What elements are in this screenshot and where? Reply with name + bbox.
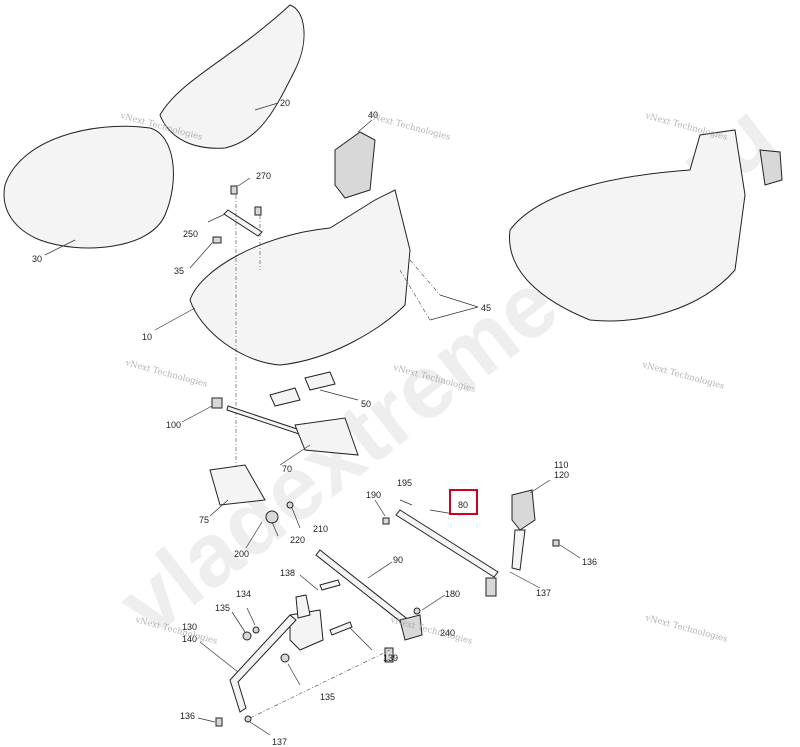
watermark-small: vNext Technologies	[640, 360, 725, 392]
label-220[interactable]: 220	[290, 535, 305, 545]
label-100[interactable]: 100	[166, 420, 181, 430]
handle-100-part[interactable]	[211, 397, 223, 409]
label-120[interactable]: 120	[554, 470, 569, 480]
label-35[interactable]: 35	[174, 266, 184, 276]
bolt-190-part[interactable]	[382, 517, 390, 525]
label-240[interactable]: 240	[440, 628, 455, 638]
label-40[interactable]: 40	[368, 110, 378, 120]
bolt-136-part[interactable]	[552, 539, 560, 547]
slide-rail-75-part[interactable]	[209, 464, 266, 506]
label-20[interactable]: 20	[280, 98, 290, 108]
label-45[interactable]: 45	[481, 303, 491, 313]
nut-180-part[interactable]	[413, 607, 421, 615]
rod-part[interactable]	[226, 405, 301, 435]
part-labels: 20 30 40 270 250 35 10 45 50 100 70 75 2…	[32, 98, 597, 747]
label-195[interactable]: 195	[397, 478, 412, 488]
label-270[interactable]: 270	[256, 171, 271, 181]
pad-50a-part[interactable]	[269, 387, 301, 407]
retractor-mount-part[interactable]	[295, 594, 311, 619]
crossbar-80-part[interactable]	[395, 509, 499, 578]
washer-220-part[interactable]	[265, 510, 279, 524]
label-140[interactable]: 140	[182, 634, 197, 644]
watermark-small: vNext Technologies	[388, 615, 473, 647]
backrest-cushion-part[interactable]	[159, 4, 305, 149]
label-180[interactable]: 180	[445, 589, 460, 599]
label-134[interactable]: 134	[236, 589, 251, 599]
label-137-bottom[interactable]: 137	[272, 737, 287, 747]
label-136-bottom[interactable]: 136	[180, 711, 195, 721]
label-137-right[interactable]: 137	[536, 588, 551, 598]
label-190[interactable]: 190	[366, 490, 381, 500]
slide-rail-70-part[interactable]	[294, 417, 359, 456]
label-250[interactable]: 250	[183, 229, 198, 239]
pad-50b-part[interactable]	[304, 371, 336, 391]
washer-134-part[interactable]	[252, 626, 260, 634]
clip-35-part[interactable]	[212, 236, 222, 244]
watermark-small: vNext Technologies	[366, 111, 451, 143]
bolt-136b-part[interactable]	[215, 717, 223, 727]
label-130[interactable]: 130	[182, 622, 197, 632]
label-138[interactable]: 138	[280, 568, 295, 578]
nut-210-part[interactable]	[286, 501, 294, 509]
seat-frame-part[interactable]	[189, 189, 411, 366]
buckle-stalk-part[interactable]	[511, 529, 526, 571]
watermark-small: vNext Technologies	[123, 358, 208, 390]
label-90[interactable]: 90	[393, 555, 403, 565]
sleeve-240-part[interactable]	[384, 647, 394, 663]
label-10[interactable]: 10	[142, 332, 152, 342]
highlight-box-80	[449, 489, 478, 515]
bolt-138-part[interactable]	[319, 579, 341, 591]
seat-latch-part[interactable]	[759, 149, 783, 186]
nut-135b-part[interactable]	[280, 653, 290, 663]
buckle-110-part[interactable]	[511, 489, 536, 531]
label-30[interactable]: 30	[32, 254, 42, 264]
retractor-part[interactable]	[289, 609, 324, 651]
strap-250-part[interactable]	[223, 209, 263, 237]
label-210[interactable]: 210	[313, 524, 328, 534]
bolt-139-part[interactable]	[329, 621, 353, 636]
label-135-top[interactable]: 135	[215, 603, 230, 613]
bushing-part[interactable]	[485, 577, 497, 597]
bracket-part[interactable]	[399, 614, 423, 641]
seat-cushion-part[interactable]	[3, 125, 174, 249]
label-110[interactable]: 110	[554, 460, 568, 470]
label-70[interactable]: 70	[282, 464, 292, 474]
assembled-seat-view	[509, 129, 746, 322]
label-50[interactable]: 50	[361, 399, 371, 409]
screw-270-part[interactable]	[230, 185, 238, 195]
nut-135-part[interactable]	[242, 631, 252, 641]
headrest-bracket-part[interactable]	[334, 131, 376, 199]
label-80[interactable]: 80	[458, 500, 468, 510]
belt-webbing-part[interactable]	[229, 614, 297, 713]
label-139[interactable]: 139	[383, 653, 398, 663]
washer-137b-part[interactable]	[244, 715, 252, 723]
label-200[interactable]: 200	[234, 549, 249, 559]
label-75[interactable]: 75	[199, 515, 209, 525]
screw-270b-part[interactable]	[254, 206, 262, 216]
watermark-small: vNext Technologies	[643, 613, 728, 645]
label-136-right[interactable]: 136	[582, 557, 597, 567]
label-135-bottom[interactable]: 135	[320, 692, 335, 702]
